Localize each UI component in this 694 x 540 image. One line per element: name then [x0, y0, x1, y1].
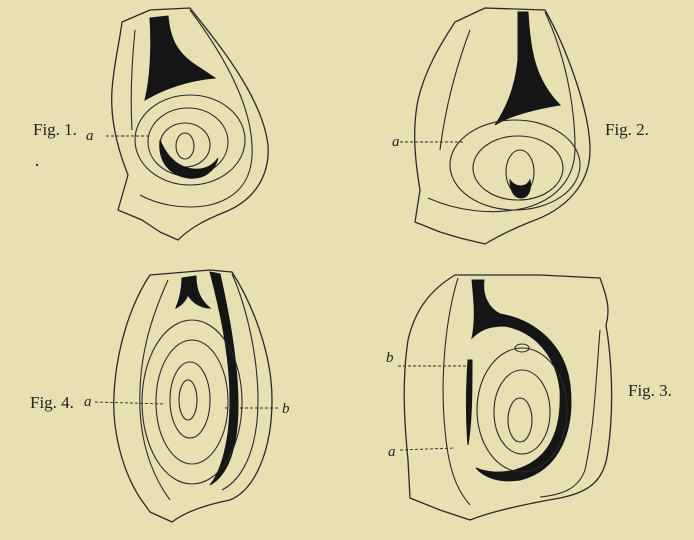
figure-4-inner-scale-2	[140, 280, 170, 500]
figure-4-ring-2	[156, 340, 228, 464]
figure-2: Fig. 2. a	[392, 8, 649, 244]
figure-1-inner-scale-2	[131, 30, 135, 130]
figure-4-label-a: a	[84, 394, 92, 410]
figure-3-label-a: a	[388, 444, 396, 460]
figure-4-dark-scale	[210, 272, 238, 485]
figure-2-caption: Fig. 2.	[605, 120, 649, 139]
figure-3-label-b: b	[386, 350, 394, 366]
figure-2-outer-scale	[415, 8, 590, 244]
figure-1-core	[176, 133, 194, 159]
figure-4-caption: Fig. 4.	[30, 393, 74, 412]
figure-3-caption: Fig. 3.	[628, 381, 672, 400]
figure-2-label-a: a	[392, 134, 400, 150]
figure-4-leader-a	[95, 402, 165, 404]
stray-mark	[36, 164, 38, 166]
figure-1-label-a: a	[86, 128, 94, 144]
figure-2-inner-scale-2	[440, 30, 470, 150]
figure-1-dark-tissue	[145, 16, 215, 100]
figure-4-ring-3	[170, 362, 210, 438]
figure-2-dark-tissue	[495, 12, 560, 125]
figure-2-ring-1	[450, 120, 580, 210]
figure-3-core	[508, 398, 532, 442]
figure-3-ring-1	[477, 348, 567, 472]
figure-4: Fig. 4. a b	[30, 270, 290, 522]
figure-3-dark-inner-band	[467, 360, 473, 445]
figure-1-caption: Fig. 1.	[33, 120, 77, 139]
figure-4-dark-hook	[176, 276, 210, 308]
figure-1-outer-scale	[112, 8, 268, 240]
figure-2-inner-scale	[428, 12, 575, 212]
figure-4-core	[179, 380, 197, 420]
figure-1-dark-core	[160, 140, 218, 178]
figure-2-dark-core	[510, 180, 531, 198]
figure-3-outer-scale	[404, 275, 611, 520]
figure-4-label-b: b	[282, 401, 290, 417]
figure-3-inner-scale	[443, 278, 470, 505]
figure-3: Fig. 3. b a	[386, 275, 672, 520]
figure-1: Fig. 1. a	[33, 8, 268, 240]
